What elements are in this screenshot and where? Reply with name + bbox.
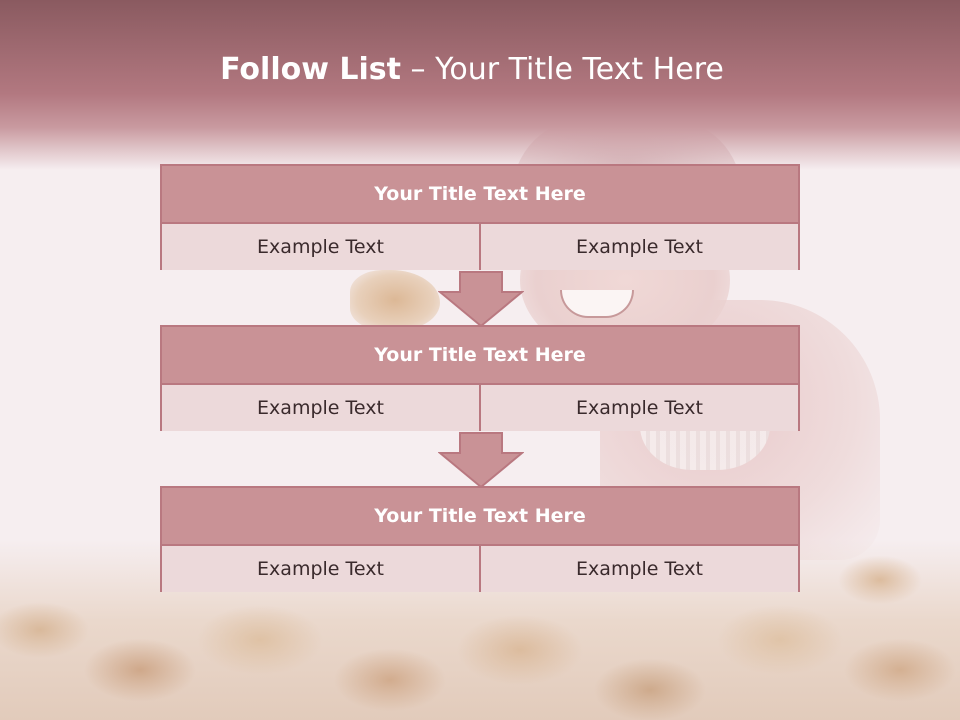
autumn-leaf-image [350, 270, 440, 330]
step-row-2: Example Text Example Text [162, 385, 798, 431]
slide-title-bold: Follow List [220, 52, 401, 87]
step-title-1: Your Title Text Here [162, 166, 798, 224]
step-3-right-text: Example Text [479, 546, 798, 592]
step-title-3: Your Title Text Here [162, 488, 798, 546]
step-2-right-text: Example Text [479, 385, 798, 431]
step-box-1: Your Title Text Here Example Text Exampl… [160, 164, 800, 270]
slide-title-rest: – Your Title Text Here [410, 52, 724, 87]
step-row-3: Example Text Example Text [162, 546, 798, 592]
step-1-left-text: Example Text [162, 224, 479, 270]
step-title-2: Your Title Text Here [162, 327, 798, 385]
step-1-right-text: Example Text [479, 224, 798, 270]
step-2-left-text: Example Text [162, 385, 479, 431]
down-arrow-icon [438, 271, 524, 328]
step-box-3: Your Title Text Here Example Text Exampl… [160, 486, 800, 592]
step-box-2: Your Title Text Here Example Text Exampl… [160, 325, 800, 431]
slide-title: Follow List – Your Title Text Here [0, 52, 944, 87]
step-row-1: Example Text Example Text [162, 224, 798, 270]
down-arrow-icon [438, 432, 524, 489]
header-band [0, 0, 960, 170]
step-3-left-text: Example Text [162, 546, 479, 592]
